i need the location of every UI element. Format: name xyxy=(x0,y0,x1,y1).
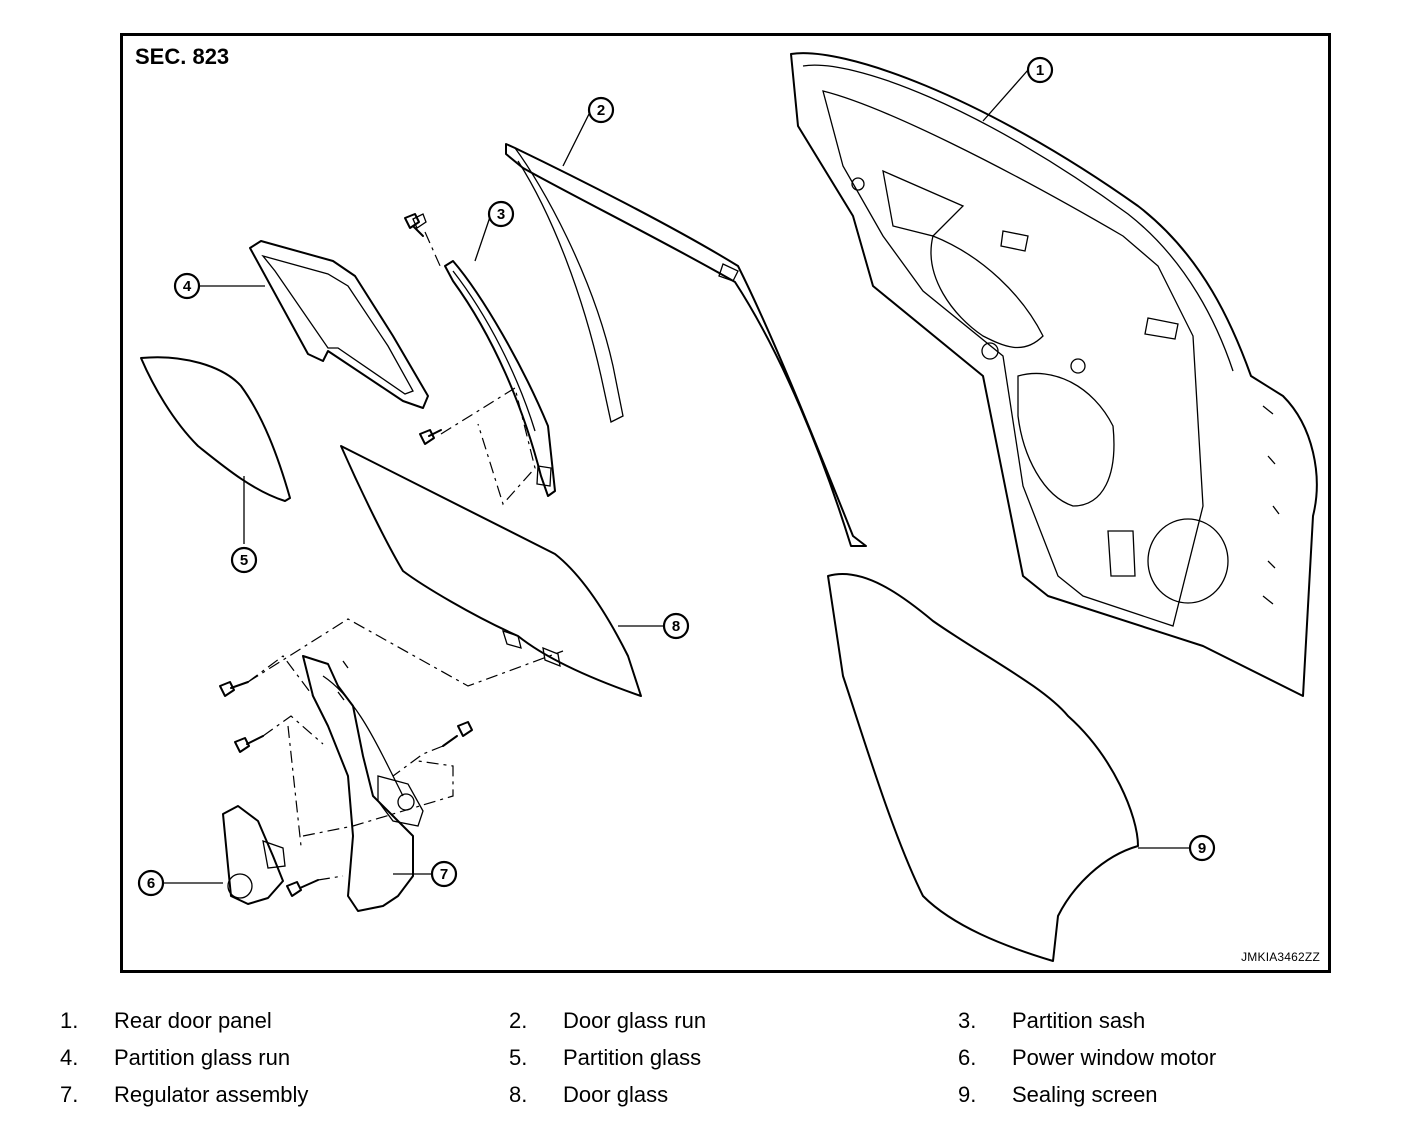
regulator-assembly xyxy=(302,655,424,912)
partition-glass-run xyxy=(249,240,429,409)
legend-number: 1. xyxy=(60,1008,79,1033)
legend-number: 3. xyxy=(958,1008,977,1033)
svg-text:9: 9 xyxy=(1198,840,1206,857)
callout-9: 9 xyxy=(1188,834,1216,862)
door-glass xyxy=(340,445,642,697)
legend-label: Sealing screen xyxy=(1012,1082,1158,1107)
svg-text:8: 8 xyxy=(672,618,680,635)
svg-text:4: 4 xyxy=(183,278,192,295)
callout-1: 1 xyxy=(1026,56,1054,84)
legend-label: Partition glass xyxy=(563,1045,702,1070)
svg-text:1: 1 xyxy=(1036,62,1044,79)
svg-text:7: 7 xyxy=(440,866,448,883)
legend-label: Door glass run xyxy=(563,1008,707,1033)
callout-6: 6 xyxy=(137,869,165,897)
door-glass-run xyxy=(505,143,867,547)
svg-text:5: 5 xyxy=(240,552,248,569)
partition-sash xyxy=(412,213,556,497)
svg-text:2: 2 xyxy=(597,102,605,119)
callout-7: 7 xyxy=(430,860,458,888)
svg-text:3: 3 xyxy=(497,206,505,223)
legend-label: Partition sash xyxy=(1012,1008,1146,1033)
exploded-view-diagram: SEC. 823 xyxy=(120,33,1331,973)
legend-label: Power window motor xyxy=(1012,1045,1217,1070)
rear-door-panel xyxy=(790,52,1318,697)
legend-label: Rear door panel xyxy=(114,1008,272,1033)
callout-5: 5 xyxy=(230,546,258,574)
callout-3: 3 xyxy=(487,200,515,228)
alignment-lines xyxy=(247,231,564,881)
svg-text:6: 6 xyxy=(147,875,155,892)
legend-number: 9. xyxy=(958,1082,977,1107)
callout-8: 8 xyxy=(662,612,690,640)
callout-2: 2 xyxy=(587,96,615,124)
callout-4: 4 xyxy=(173,272,201,300)
legend-label: Partition glass run xyxy=(114,1045,291,1070)
legend-number: 7. xyxy=(60,1082,79,1107)
diagram-drawing: 1 2 3 4 5 6 7 8 xyxy=(137,52,1318,962)
legend-number: 6. xyxy=(958,1045,977,1070)
partition-glass xyxy=(140,356,291,502)
leader-lines xyxy=(163,69,1190,884)
bolts xyxy=(219,213,473,897)
legend-label: Regulator assembly xyxy=(114,1082,309,1107)
legend-number: 8. xyxy=(509,1082,528,1107)
power-window-motor xyxy=(222,805,286,905)
legend-number: 2. xyxy=(509,1008,528,1033)
legend-number: 5. xyxy=(509,1045,528,1070)
legend-label: Door glass xyxy=(563,1082,669,1107)
legend-number: 4. xyxy=(60,1045,79,1070)
sealing-screen xyxy=(827,573,1139,962)
section-label: SEC. 823 xyxy=(135,44,230,69)
image-code: JMKIA3462ZZ xyxy=(1241,950,1320,964)
